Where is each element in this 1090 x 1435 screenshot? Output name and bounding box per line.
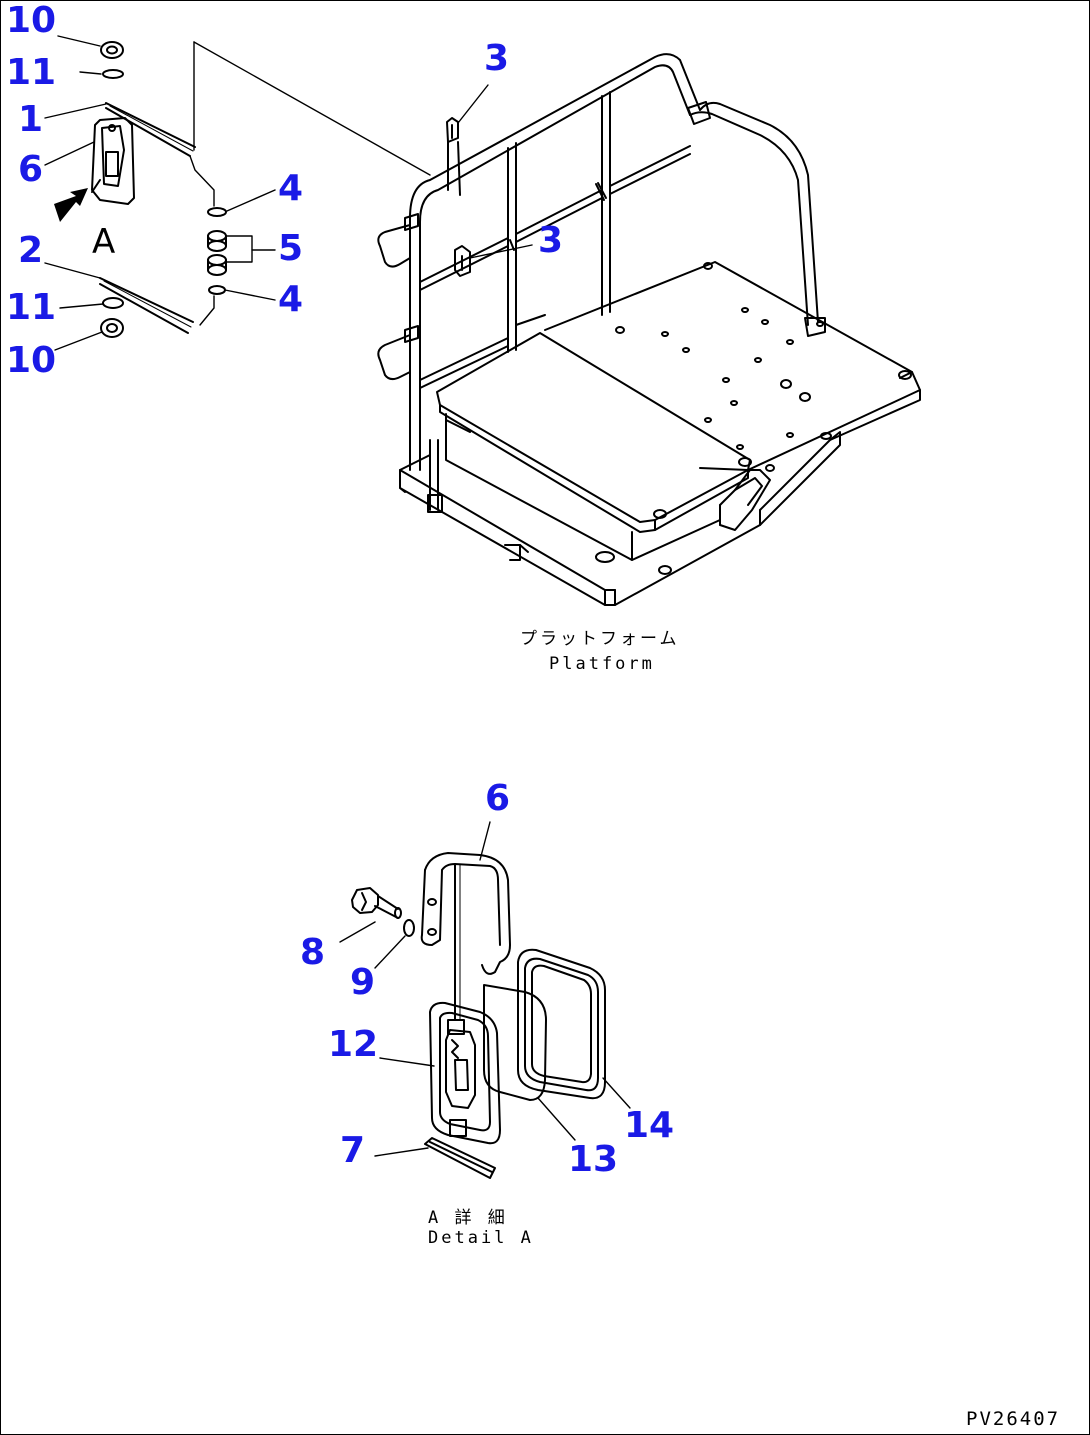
step-bracket <box>719 469 771 531</box>
view-arrow-icon <box>54 188 88 222</box>
platform-caption-jp: プラットフォーム <box>520 629 680 649</box>
callout-6-detail: 6 <box>485 778 511 819</box>
platform-caption-en: Platform <box>549 654 655 674</box>
gasket-strip-part <box>424 1137 496 1179</box>
callout-10-top: 10 <box>6 0 57 41</box>
clip-top-part <box>446 117 461 196</box>
lamp-rim-part <box>517 948 606 1100</box>
callout-7: 7 <box>340 1130 366 1171</box>
seat-box <box>436 332 752 561</box>
clip-mid-part <box>454 245 471 277</box>
rod-bottom-part <box>99 277 194 334</box>
lock-washer-part <box>403 919 415 937</box>
callout-3-mid: 3 <box>538 220 564 261</box>
callout-8: 8 <box>300 932 326 973</box>
callout-4-bottom: 4 <box>278 279 304 320</box>
washer-4-bottom-part <box>208 285 226 295</box>
callout-1: 1 <box>18 99 44 140</box>
callout-6-left: 6 <box>18 149 44 190</box>
drawing-code: PV26407 <box>966 1408 1061 1430</box>
callout-5: 5 <box>278 228 304 269</box>
floor-holes <box>615 262 912 450</box>
detail-caption-jp: A 詳 細 <box>428 1208 508 1228</box>
washer-top-part <box>102 69 124 79</box>
callout-12: 12 <box>328 1024 379 1065</box>
exploded-parts-group <box>54 41 431 338</box>
callout-10-bottom: 10 <box>6 340 57 381</box>
lamp-bracket-mini-part <box>91 117 135 205</box>
floor-plate <box>544 261 921 471</box>
platform-assembly <box>377 53 921 606</box>
washer-4-top-part <box>207 207 227 217</box>
callout-13: 13 <box>568 1139 619 1180</box>
view-marker-label: A <box>92 222 116 262</box>
lens-part <box>483 984 547 1101</box>
callout-14: 14 <box>624 1105 675 1146</box>
callout-11-top: 11 <box>6 52 57 93</box>
callout-11-bottom: 11 <box>6 287 57 328</box>
bolt-part <box>351 887 402 919</box>
detail-caption-en: Detail A <box>428 1228 534 1248</box>
callout-9: 9 <box>350 962 376 1003</box>
spacers-part <box>207 230 227 276</box>
nut-bottom-part <box>100 318 124 338</box>
leader-lines <box>44 35 631 1157</box>
callout-4-top: 4 <box>278 168 304 209</box>
washer-bottom-part <box>102 297 124 309</box>
callout-3-top: 3 <box>484 38 510 79</box>
rod-top-part <box>105 102 196 157</box>
lamp-bracket-part <box>420 852 511 1021</box>
handrail-side <box>687 101 826 337</box>
assembly-path-lines <box>189 41 431 326</box>
handrail-front <box>377 53 701 513</box>
callout-2: 2 <box>18 230 44 271</box>
lamp-detail-assembly <box>351 852 606 1179</box>
nut-top-part <box>100 41 124 59</box>
lamp-body-part <box>429 1001 501 1145</box>
